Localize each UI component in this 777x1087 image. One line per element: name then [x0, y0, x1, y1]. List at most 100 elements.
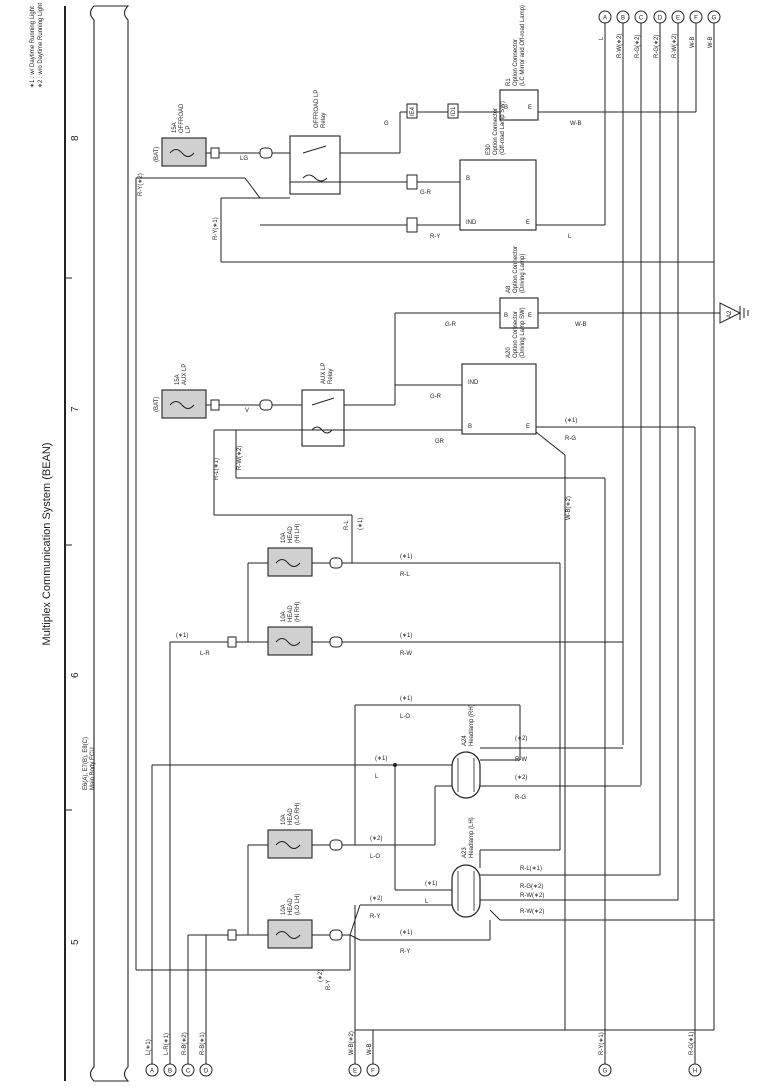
junction-id1-top — [447, 103, 459, 119]
top-terminal-g[interactable]: G — [707, 10, 721, 24]
a24-name: Headlamp (RH) — [469, 704, 475, 746]
offroad-relay-name: OFFROAD LP — [314, 90, 320, 128]
bottom-terminal-c-label: C — [186, 1069, 191, 1075]
bottom-terminal-b-label: B — [168, 1069, 172, 1075]
connector-plug — [329, 557, 343, 569]
top-terminal-f-label: F — [694, 16, 698, 22]
ecu-connector-code: E6(A), E7(B), E8(C) — [83, 737, 89, 790]
e30-pin-e: E — [526, 220, 530, 226]
page-ref-5: 5 — [70, 939, 81, 945]
wire-w-b-2-bend — [535, 431, 566, 456]
bottom-wire-label-f: W-B — [367, 1043, 373, 1055]
wire-label-l-a23: L — [425, 899, 429, 905]
page-title: Multiplex Communication System (BEAN) — [41, 443, 53, 646]
offroad-lp-relay: OFFROAD LP Relay — [289, 90, 341, 195]
wire-label-r-w: R-W — [400, 651, 412, 657]
bottom-terminal-b[interactable]: B — [163, 1063, 177, 1077]
wire-label-star1-l-o: (∗1) — [400, 696, 412, 702]
bottom-wire-label-e: W-B(∗2) — [349, 1031, 355, 1055]
wire-label-l-o-upper: L-O — [400, 714, 410, 720]
e30-option-connector: B IND E E30 Option Connector (Off-road L… — [459, 101, 537, 231]
wire-label-w-b-2: W-B(∗2) — [566, 496, 572, 520]
wire-label-g-r-a20: G-R — [430, 394, 442, 400]
wire-label-star2-l-o: (∗2) — [370, 836, 382, 842]
wire-label-w-b-a8: W-B — [575, 322, 587, 328]
top-terminal-c-label: C — [639, 16, 644, 22]
wire-label-r-w-a24: R-W — [515, 757, 527, 763]
junction-ie4-label: IE4 — [410, 106, 416, 116]
page-ref-6: 6 — [70, 672, 81, 678]
hi-rh-name: HEAD — [288, 605, 294, 622]
top-wire-label-g: W-B — [708, 36, 714, 48]
lo-rh-amp: 10A — [281, 814, 287, 825]
wire-label-star2-r-y-a23: (∗2) — [370, 896, 382, 902]
bottom-wire-label-h: R-G(∗1) — [689, 1032, 695, 1055]
wire-label-g-r-e30: G-R — [420, 190, 432, 196]
top-terminal-a-label: A — [603, 16, 607, 22]
bottom-wire-label-b: L-R(∗1) — [164, 1033, 170, 1055]
bottom-terminal-d[interactable]: D — [199, 1063, 213, 1077]
offroad-relay-sub: Relay — [321, 113, 327, 128]
bottom-terminal-a-label: A — [150, 1069, 154, 1075]
lo-lh-amp: 10A — [281, 904, 287, 915]
wire-label-r-l: R-L — [400, 572, 410, 578]
connector-plug — [210, 147, 220, 159]
a24-code: A24 — [462, 735, 468, 746]
top-terminal-b[interactable]: B — [616, 10, 630, 24]
wire-label-r-y-a23: R-Y — [370, 914, 380, 920]
top-terminal-e[interactable]: E — [671, 10, 685, 24]
wire-label-v: V — [245, 408, 249, 414]
bottom-terminal-f[interactable]: F — [366, 1063, 380, 1077]
junction-ie4-mid — [406, 174, 418, 190]
a8-desc: (Driving Lamp) — [520, 254, 526, 293]
bottom-wire-label-g: R-Y(∗1) — [599, 1032, 605, 1055]
ground-a2: A2 — [719, 302, 749, 324]
wire-label-star1-a23: (∗1) — [425, 881, 437, 887]
a8-name: Option Connector — [513, 246, 519, 293]
wire-label-r-g-a20: R-G — [565, 436, 576, 442]
wire-label-star1-r-y-lower: (∗1) — [400, 930, 412, 936]
aux-lp-fuse: (BAT) 15A AUX LP — [154, 364, 207, 419]
head-hi-lh-fuse: 10A HEAD (HI LH) — [267, 524, 313, 577]
bottom-terminal-c[interactable]: C — [181, 1063, 195, 1077]
top-wire-label-b: R-W(∗2) — [617, 34, 623, 58]
top-terminal-a[interactable]: A — [598, 10, 612, 24]
wire-label-l-r: L-R — [200, 651, 210, 657]
wire-label-r-w-2: R-W(∗2) — [237, 446, 243, 470]
hi-lh-amp: 10A — [281, 532, 287, 543]
wire-label-r-y-2: R-Y(∗2) — [138, 173, 144, 196]
top-terminal-d-label: D — [658, 16, 663, 22]
top-wire-label-f: W-B — [690, 36, 696, 48]
top-wire-label-c: R-G(∗2) — [635, 35, 641, 58]
connector-plug — [329, 839, 343, 851]
vertical-bus-wires — [135, 23, 715, 1064]
top-terminal-d[interactable]: D — [653, 10, 667, 24]
hi-rh-amp: 10A — [281, 611, 287, 622]
top-terminal-f[interactable]: F — [689, 10, 703, 24]
bottom-terminal-a[interactable]: A — [145, 1063, 159, 1077]
top-terminal-c[interactable]: C — [634, 10, 648, 24]
a20-option-connector: IND B E A20 Option Connector (Driving La… — [461, 307, 537, 435]
ecu-name: Main Body ECU — [90, 747, 96, 790]
top-wire-labels: L R-W(∗2) R-G(∗2) R-G(∗2) R-W(∗2) W-B W-… — [599, 34, 714, 58]
junction-id1-label: ID1 — [451, 106, 457, 116]
wire-label-l-o-lower: L-O — [370, 854, 380, 860]
bottom-terminal-h[interactable]: H — [688, 1063, 702, 1077]
wire-label-star2-a24-top: (∗2) — [515, 736, 527, 742]
wire-label-r-y-1: R-Y(∗1) — [213, 217, 219, 240]
wire-label-r-g-a24: R-G — [515, 795, 526, 801]
wire-label-l-a24: L — [375, 774, 379, 780]
wire-label-r-y-bottom: R-Y — [326, 980, 332, 990]
a23-code: A23 — [462, 847, 468, 858]
r1-option-connector: B E R1 Option Connector (LC Mirror and O… — [499, 5, 539, 121]
wire-label-star2-a24-bottom: (∗2) — [515, 775, 527, 781]
wire-label-star1-l-r: (∗1) — [176, 633, 188, 639]
bottom-terminal-e-label: E — [353, 1069, 357, 1075]
aux-fuse-source: (BAT) — [154, 397, 160, 412]
bottom-terminal-g[interactable]: G — [598, 1063, 612, 1077]
connector-plug — [329, 929, 343, 941]
wire-label-star1-a20: (∗1) — [565, 418, 577, 424]
bottom-terminal-e[interactable]: E — [348, 1063, 362, 1077]
lo-rh-side: (LO RH) — [295, 803, 301, 825]
